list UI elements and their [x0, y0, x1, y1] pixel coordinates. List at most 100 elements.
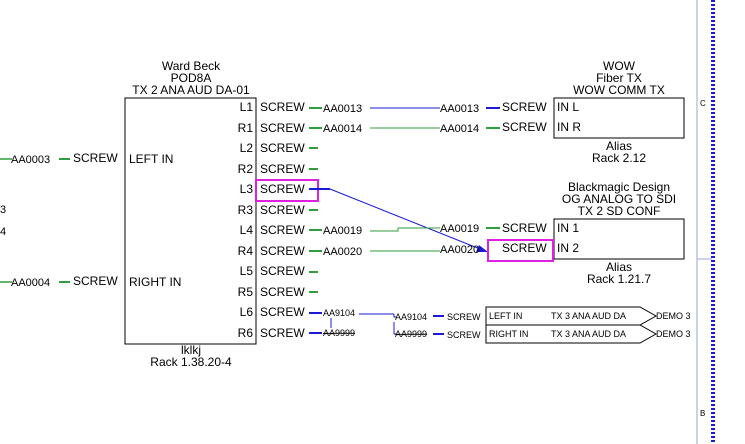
bm-port-in-1: IN 1	[557, 221, 579, 235]
connection-l1[interactable]: AA0013 AA0013	[309, 103, 500, 115]
main-screw-l5: SCREW	[260, 264, 305, 278]
wire-r6-b[interactable]	[393, 322, 396, 335]
main-screw-r1: SCREW	[260, 121, 305, 135]
zone-marker-c: C	[700, 99, 706, 108]
cable-r1-near: AA0014	[323, 123, 362, 135]
bm-screw-in-2: SCREW	[502, 241, 547, 255]
main-port-l4: L4	[240, 223, 254, 237]
main-port-l1: L1	[240, 100, 254, 114]
highlight-screw-l3[interactable]	[255, 179, 319, 202]
main-port-r4: R4	[238, 244, 254, 258]
signal-port-right: RIGHT IN	[489, 329, 528, 339]
main-screw-r6: SCREW	[260, 326, 305, 340]
wire-l4[interactable]	[370, 227, 440, 232]
screw-right-in: SCREW	[73, 274, 118, 288]
cable-r4-near: AA0020	[323, 246, 362, 258]
cable-l4-near: AA0019	[323, 225, 362, 237]
wow-device-block[interactable]: WOW Fiber TX WOW COMM TX SCREW IN L SCRE…	[502, 59, 685, 165]
wire-l6-b[interactable]	[393, 314, 396, 318]
page-border-right: C B	[696, 0, 715, 444]
signal-screw-left: SCREW	[447, 312, 481, 322]
connection-l6-r6[interactable]: AA9104 AA9104 AA9999 AA9999	[309, 308, 444, 339]
main-port-left-in: LEFT IN	[129, 152, 173, 166]
signal-flag-shape-right[interactable]	[485, 324, 658, 344]
main-port-r2: R2	[238, 162, 254, 176]
wow-port-in-l: IN L	[557, 100, 579, 114]
signal-flag-shape-left[interactable]	[485, 306, 658, 326]
bm-device-block[interactable]: Blackmagic Design OG ANALOG TO SDI TX 2 …	[487, 180, 685, 286]
wow-port-in-r: IN R	[557, 120, 581, 134]
signal-dest-left: DEMO 3	[656, 311, 691, 321]
bm-device-rack: Rack 1.21.7	[587, 272, 651, 286]
cable-l6-near: AA9104	[323, 308, 355, 318]
wow-screw-in-r: SCREW	[502, 120, 547, 134]
main-device-box[interactable]	[124, 97, 257, 345]
cable-l1-far: AA0013	[440, 103, 479, 115]
signal-screw-right: SCREW	[447, 330, 481, 340]
bm-port-in-2: IN 2	[557, 241, 579, 255]
main-device-block[interactable]: Ward Beck POD8A TX 2 ANA AUD DA-01 LEFT …	[124, 59, 319, 369]
screw-left-in: SCREW	[73, 151, 118, 165]
main-screw-l2: SCREW	[260, 141, 305, 155]
cable-r1-far: AA0014	[440, 123, 479, 135]
connection-l4[interactable]: AA0019 AA0019	[309, 223, 500, 237]
connection-l3[interactable]	[309, 188, 488, 252]
main-screw-r5: SCREW	[260, 285, 305, 299]
wire-l3[interactable]	[329, 188, 486, 252]
wow-device-rack: Rack 2.12	[592, 151, 646, 165]
highlight-screw-in-2[interactable]	[487, 239, 554, 262]
wow-device-alias: Alias	[606, 139, 632, 153]
main-screw-l4: SCREW	[260, 223, 305, 237]
main-port-r1: R1	[238, 121, 254, 135]
wow-device-box[interactable]	[553, 97, 685, 139]
main-port-r6: R6	[238, 326, 254, 340]
wow-device-manufacturer: WOW	[603, 59, 636, 73]
bm-device-model: OG ANALOG TO SDI	[562, 192, 676, 206]
signal-desc-right: TX 3 ANA AUD DA	[551, 329, 626, 339]
cable-label-aa0003: AA0003	[11, 154, 50, 166]
main-port-l5: L5	[240, 264, 254, 278]
signal-port-left: LEFT IN	[489, 311, 522, 321]
connection-r4[interactable]: AA0020 AA0020	[309, 244, 479, 258]
main-output-screws: SCREW SCREW SCREW SCREW SCREW SCREW SCRE…	[260, 100, 305, 340]
signal-flag-right-in[interactable]: SCREW RIGHT IN TX 3 ANA AUD DA DEMO 3	[447, 324, 691, 344]
main-device-alias: lklkj	[181, 343, 201, 357]
left-edge-group: 3 4 AA0003 SCREW AA0004 SCREW	[0, 151, 118, 289]
zone-marker-b: B	[700, 409, 705, 418]
main-device-name: TX 2 ANA AUD DA-01	[132, 83, 250, 97]
main-port-l6: L6	[240, 305, 254, 319]
main-screw-r2: SCREW	[260, 162, 305, 176]
cable-r4-far: AA0020	[440, 244, 479, 256]
signal-dest-right: DEMO 3	[656, 329, 691, 339]
cable-r6-far: AA9999	[395, 329, 427, 339]
main-screw-l6: SCREW	[260, 305, 305, 319]
main-device-rack: Rack 1.38.20-4	[150, 355, 232, 369]
connection-r1[interactable]: AA0014 AA0014	[309, 123, 500, 135]
main-screw-r3: SCREW	[260, 203, 305, 217]
bm-device-manufacturer: Blackmagic Design	[568, 180, 670, 194]
signal-desc-left: TX 3 ANA AUD DA	[551, 311, 626, 321]
wow-device-model: Fiber TX	[596, 71, 642, 85]
main-port-l2: L2	[240, 141, 254, 155]
left-edge-fragment-b: 4	[0, 226, 6, 238]
signal-flag-left-in[interactable]: SCREW LEFT IN TX 3 ANA AUD DA DEMO 3	[447, 306, 691, 326]
cable-l4-far: AA0019	[440, 223, 479, 235]
main-screw-l1: SCREW	[260, 100, 305, 114]
wow-screw-in-l: SCREW	[502, 100, 547, 114]
left-edge-fragment-a: 3	[0, 204, 6, 216]
main-output-ports: L1 R1 L2 R2 L3 R3 L4 R4 L5 R5 L6 R6	[238, 100, 254, 340]
cable-r6-near: AA9999	[323, 328, 355, 338]
unused-output-stubs	[309, 147, 318, 293]
main-device-model: POD8A	[171, 71, 212, 85]
cable-l1-near: AA0013	[323, 103, 362, 115]
main-port-right-in: RIGHT IN	[129, 275, 181, 289]
main-port-r3: R3	[238, 203, 254, 217]
main-port-l3: L3	[240, 182, 254, 196]
main-port-r5: R5	[238, 285, 254, 299]
main-device-manufacturer: Ward Beck	[162, 59, 221, 73]
arrowhead-l3	[476, 245, 488, 252]
wow-device-name: WOW COMM TX	[573, 83, 665, 97]
main-screw-r4: SCREW	[260, 244, 305, 258]
